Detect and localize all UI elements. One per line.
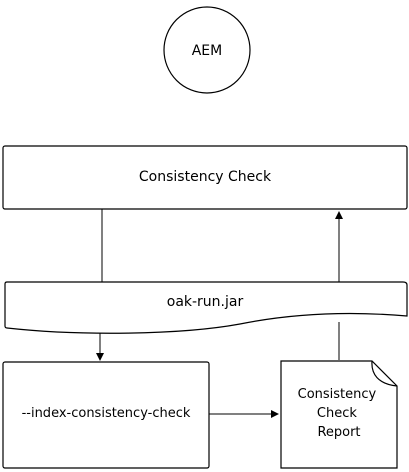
- report-node: Consistency Check Report: [280, 360, 398, 469]
- report-label-line-2: Check: [317, 406, 357, 421]
- aem-label: AEM: [192, 43, 223, 59]
- report-label: Consistency Check Report: [298, 387, 381, 440]
- aem-node: AEM: [163, 6, 251, 94]
- consistency-check-label: Consistency Check: [139, 169, 272, 185]
- report-document: [280, 360, 398, 469]
- index-check-label: --index-consistency-check: [22, 406, 191, 421]
- report-page-curl: [371, 360, 398, 387]
- report-label-line-3: Report: [317, 425, 360, 440]
- report-label-line-1: Consistency: [298, 387, 377, 402]
- index-check-node: --index-consistency-check: [2, 361, 210, 469]
- aem-circle: [163, 6, 251, 94]
- oak-run-label: oak-run.jar: [167, 294, 244, 310]
- index-check-box: [2, 361, 210, 469]
- consistency-check-node: Consistency Check: [2, 145, 408, 210]
- oak-run-node: oak-run.jar: [4, 281, 408, 334]
- oak-run-banner: [4, 281, 408, 334]
- consistency-check-box: [2, 145, 408, 210]
